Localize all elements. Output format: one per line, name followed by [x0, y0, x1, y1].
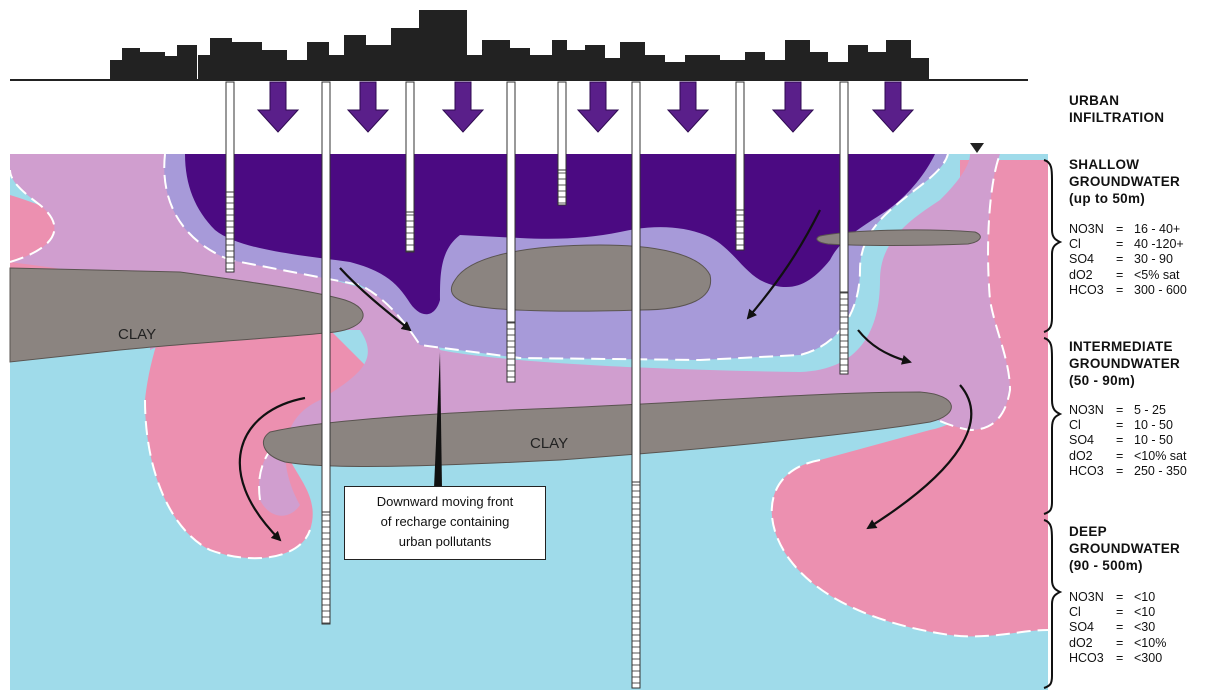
param-name: NO3N	[1069, 590, 1116, 605]
intermediate-title-line-2: GROUNDWATER	[1069, 355, 1180, 372]
param-row: Cl=40 -120+	[1069, 237, 1187, 252]
param-row: SO4=30 - 90	[1069, 252, 1187, 267]
deep-params: NO3N=<10 Cl=<10 SO4=<30 dO2=<10% HCO3=<3…	[1069, 590, 1166, 666]
param-row: NO3N=5 - 25	[1069, 403, 1187, 418]
param-value: 5 - 25	[1134, 403, 1166, 418]
callout-line-2: of recharge containing	[345, 512, 545, 532]
param-name: SO4	[1069, 433, 1116, 448]
param-name: Cl	[1069, 237, 1116, 252]
city-skyline	[110, 10, 929, 80]
param-value: <10% sat	[1134, 449, 1186, 464]
param-value: 10 - 50	[1134, 433, 1173, 448]
param-name: HCO3	[1069, 464, 1116, 479]
param-row: SO4=<30	[1069, 620, 1166, 635]
shallow-title-line-2: GROUNDWATER	[1069, 173, 1180, 190]
param-row: Cl=<10	[1069, 605, 1166, 620]
param-value: <30	[1134, 620, 1155, 635]
param-name: SO4	[1069, 252, 1116, 267]
param-value: 16 - 40+	[1134, 222, 1180, 237]
param-value: <5% sat	[1134, 268, 1180, 283]
param-name: NO3N	[1069, 222, 1116, 237]
param-value: <10	[1134, 605, 1155, 620]
intermediate-groundwater-title: INTERMEDIATE GROUNDWATER (50 - 90m)	[1069, 338, 1180, 389]
param-name: Cl	[1069, 605, 1116, 620]
shallow-title-line-1: SHALLOW	[1069, 156, 1180, 173]
intermediate-params: NO3N=5 - 25 Cl=10 - 50 SO4=10 - 50 dO2=<…	[1069, 403, 1187, 479]
urban-infiltration-line-2: INFILTRATION	[1069, 109, 1164, 126]
param-row: NO3N=16 - 40+	[1069, 222, 1187, 237]
urban-infiltration-label: URBAN INFILTRATION	[1069, 92, 1164, 126]
param-value: 250 - 350	[1134, 464, 1187, 479]
intermediate-title-line-3: (50 - 90m)	[1069, 372, 1180, 389]
deep-title-line-3: (90 - 500m)	[1069, 557, 1180, 574]
clay-label-upper: CLAY	[118, 326, 156, 343]
param-row: dO2=<5% sat	[1069, 268, 1187, 283]
param-name: Cl	[1069, 418, 1116, 433]
param-row: HCO3=250 - 350	[1069, 464, 1187, 479]
recharge-front-callout: Downward moving front of recharge contai…	[344, 486, 546, 560]
param-row: SO4=10 - 50	[1069, 433, 1187, 448]
param-row: Cl=10 - 50	[1069, 418, 1187, 433]
param-name: NO3N	[1069, 403, 1116, 418]
param-name: dO2	[1069, 449, 1116, 464]
param-row: NO3N=<10	[1069, 590, 1166, 605]
param-row: dO2=<10% sat	[1069, 449, 1187, 464]
clay-label-lower: CLAY	[530, 435, 568, 452]
param-row: dO2=<10%	[1069, 636, 1166, 651]
deep-title-line-2: GROUNDWATER	[1069, 540, 1180, 557]
param-value: 30 - 90	[1134, 252, 1173, 267]
param-value: <300	[1134, 651, 1162, 666]
param-name: dO2	[1069, 268, 1116, 283]
param-name: SO4	[1069, 620, 1116, 635]
param-name: HCO3	[1069, 651, 1116, 666]
water-table-marker	[970, 143, 984, 153]
param-value: <10%	[1134, 636, 1166, 651]
infiltration-arrows	[258, 82, 913, 132]
param-name: dO2	[1069, 636, 1116, 651]
urban-infiltration-line-1: URBAN	[1069, 92, 1164, 109]
intermediate-title-line-1: INTERMEDIATE	[1069, 338, 1180, 355]
shallow-groundwater-title: SHALLOW GROUNDWATER (up to 50m)	[1069, 156, 1180, 207]
shallow-params: NO3N=16 - 40+ Cl=40 -120+ SO4=30 - 90 dO…	[1069, 222, 1187, 298]
deep-title-line-1: DEEP	[1069, 523, 1180, 540]
deep-groundwater-title: DEEP GROUNDWATER (90 - 500m)	[1069, 523, 1180, 574]
param-name: HCO3	[1069, 283, 1116, 298]
param-value: 300 - 600	[1134, 283, 1187, 298]
param-value: <10	[1134, 590, 1155, 605]
param-row: HCO3=<300	[1069, 651, 1166, 666]
callout-line-1: Downward moving front	[345, 492, 545, 512]
param-value: 40 -120+	[1134, 237, 1184, 252]
param-row: HCO3=300 - 600	[1069, 283, 1187, 298]
param-value: 10 - 50	[1134, 418, 1173, 433]
callout-line-3: urban pollutants	[345, 532, 545, 552]
shallow-title-line-3: (up to 50m)	[1069, 190, 1180, 207]
